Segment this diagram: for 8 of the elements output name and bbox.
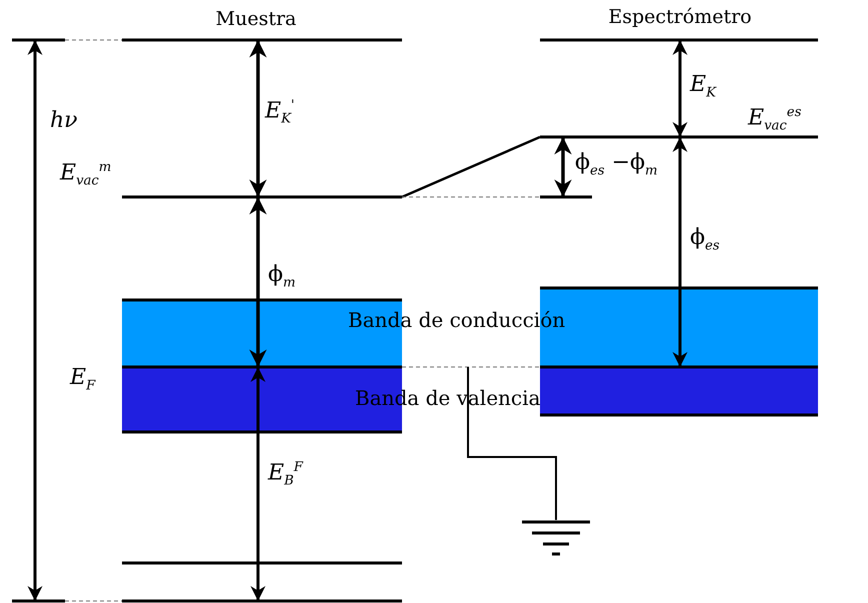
energy-symbol: ϕ$_{es}$ −ϕ$_{m}$ bbox=[575, 150, 658, 180]
column-heading: Espectrómetro bbox=[608, 6, 752, 29]
energy-symbol: ϕ$_{m}$ bbox=[268, 262, 296, 292]
energy-symbol: E$_{K}$ bbox=[690, 72, 716, 102]
energy-symbol: ϕ$_{es}$ bbox=[690, 225, 720, 254]
energy-symbol: hν bbox=[50, 108, 78, 134]
energy-symbol: E$_{F}$ bbox=[70, 365, 96, 394]
column-heading: Muestra bbox=[216, 8, 296, 31]
